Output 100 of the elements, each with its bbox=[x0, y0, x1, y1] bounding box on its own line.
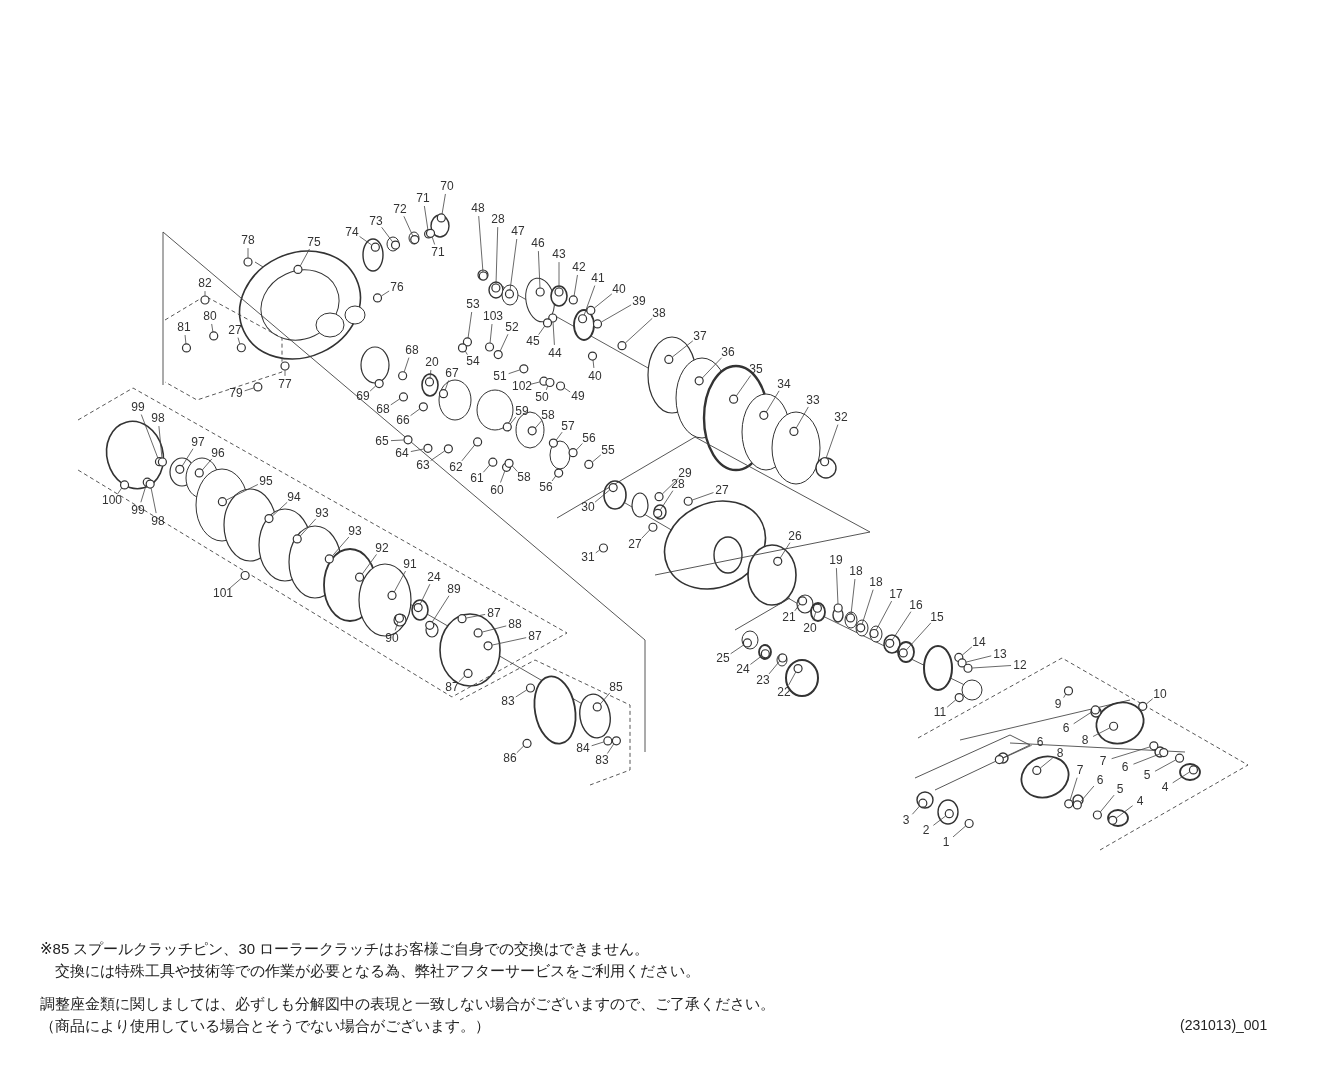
leader-line bbox=[583, 285, 596, 316]
callout-number: 23 bbox=[756, 674, 770, 686]
leader-line bbox=[461, 444, 476, 462]
note-text: (231013)_001 bbox=[1180, 1017, 1268, 1034]
callout-number: 99 bbox=[131, 401, 145, 413]
leader-line bbox=[299, 248, 310, 267]
part-shape bbox=[1063, 686, 1074, 696]
part-shape bbox=[253, 382, 263, 392]
leader-line bbox=[701, 357, 723, 379]
callout-number: 61 bbox=[470, 472, 484, 484]
leader-line bbox=[500, 470, 506, 483]
callout-number: 40 bbox=[612, 283, 626, 295]
part-shape bbox=[963, 663, 973, 673]
leader-line bbox=[1003, 744, 1033, 759]
part-shape bbox=[845, 613, 856, 623]
leader-line bbox=[429, 369, 432, 379]
part-shape bbox=[654, 492, 664, 502]
callout-number: 47 bbox=[511, 225, 525, 237]
callout-number: 102 bbox=[512, 380, 532, 392]
leader-line bbox=[359, 236, 372, 246]
callout-number: 13 bbox=[993, 648, 1007, 660]
callout-number: 11 bbox=[933, 706, 947, 718]
leader-line bbox=[1133, 753, 1160, 765]
part-shape bbox=[292, 534, 302, 544]
callout-number: 18 bbox=[849, 565, 863, 577]
leader-line bbox=[661, 478, 679, 495]
leader-line bbox=[466, 614, 486, 619]
callout-number: 39 bbox=[632, 295, 646, 307]
part-shape bbox=[760, 649, 770, 659]
part-shape bbox=[484, 342, 495, 352]
part-shape bbox=[954, 693, 964, 703]
part-shape bbox=[1174, 753, 1185, 763]
callout-number: 71 bbox=[431, 246, 445, 258]
leader-line bbox=[591, 741, 604, 747]
callout-number: 36 bbox=[721, 346, 735, 358]
part-shape bbox=[555, 381, 566, 391]
callout-number: 52 bbox=[505, 321, 519, 333]
callout-number: 101 bbox=[213, 587, 233, 599]
part-shape bbox=[410, 235, 420, 245]
callout-number: 50 bbox=[535, 391, 549, 403]
leader-line bbox=[672, 340, 694, 358]
part-shape bbox=[598, 543, 609, 553]
leader-line bbox=[226, 484, 259, 501]
part-shape bbox=[443, 444, 453, 454]
part-shape bbox=[742, 638, 752, 648]
part-shape bbox=[463, 668, 473, 678]
callout-number: 56 bbox=[582, 432, 596, 444]
leader-line bbox=[952, 825, 966, 838]
callout-number: 56 bbox=[539, 481, 553, 493]
leader-line bbox=[181, 448, 194, 467]
leader-line bbox=[545, 385, 549, 391]
callout-number: 46 bbox=[531, 237, 545, 249]
part-shape bbox=[324, 554, 334, 564]
leader-line bbox=[158, 425, 163, 459]
leader-line bbox=[361, 554, 377, 575]
leader-line bbox=[140, 485, 147, 503]
leader-line bbox=[1092, 727, 1110, 737]
part-shape bbox=[1090, 705, 1100, 715]
callout-number: 7 bbox=[1076, 764, 1084, 776]
leader-line bbox=[641, 529, 651, 539]
callout-number: 40 bbox=[588, 370, 602, 382]
leader-line bbox=[299, 518, 317, 537]
callout-number: 93 bbox=[348, 525, 362, 537]
leader-line bbox=[573, 274, 578, 297]
part-shape bbox=[374, 378, 384, 389]
leader-line bbox=[381, 290, 390, 297]
part-shape bbox=[578, 314, 588, 324]
leader-line bbox=[932, 815, 946, 826]
leader-line bbox=[607, 743, 615, 754]
part-shape bbox=[856, 623, 866, 633]
leader-line bbox=[1063, 693, 1067, 699]
leader-line bbox=[509, 416, 517, 425]
leader-line bbox=[595, 549, 600, 554]
part-shape bbox=[957, 658, 967, 668]
note-text: （商品により使用している場合とそうでない場合がございます。） bbox=[40, 1017, 490, 1035]
part-shape bbox=[519, 364, 529, 374]
part-shape bbox=[504, 289, 515, 299]
callout-number: 78 bbox=[241, 234, 255, 246]
callout-number: 87 bbox=[445, 681, 459, 693]
callout-number: 28 bbox=[671, 478, 685, 490]
callout-number: 83 bbox=[595, 754, 609, 766]
callout-number: 5 bbox=[1143, 769, 1151, 781]
callout-number: 103 bbox=[483, 310, 503, 322]
callout-number: 30 bbox=[581, 501, 595, 513]
part-shape bbox=[293, 264, 303, 275]
note-text: 交換には特殊工具や技術等での作業が必要となる為、弊社アフターサービスをご利用ください。 bbox=[55, 962, 700, 980]
leader-line bbox=[836, 567, 839, 605]
part-shape bbox=[798, 596, 808, 606]
leader-line bbox=[393, 570, 406, 593]
part-shape bbox=[394, 613, 404, 623]
part-shape bbox=[694, 376, 704, 386]
part-shape bbox=[418, 402, 428, 412]
callout-number: 20 bbox=[425, 356, 439, 368]
part-shape bbox=[869, 628, 879, 639]
part-shape bbox=[390, 240, 401, 250]
callout-number: 68 bbox=[405, 344, 419, 356]
leader-line bbox=[538, 250, 541, 289]
part-shape bbox=[438, 389, 449, 399]
callout-number: 68 bbox=[376, 403, 390, 415]
callout-number: 94 bbox=[287, 491, 301, 503]
